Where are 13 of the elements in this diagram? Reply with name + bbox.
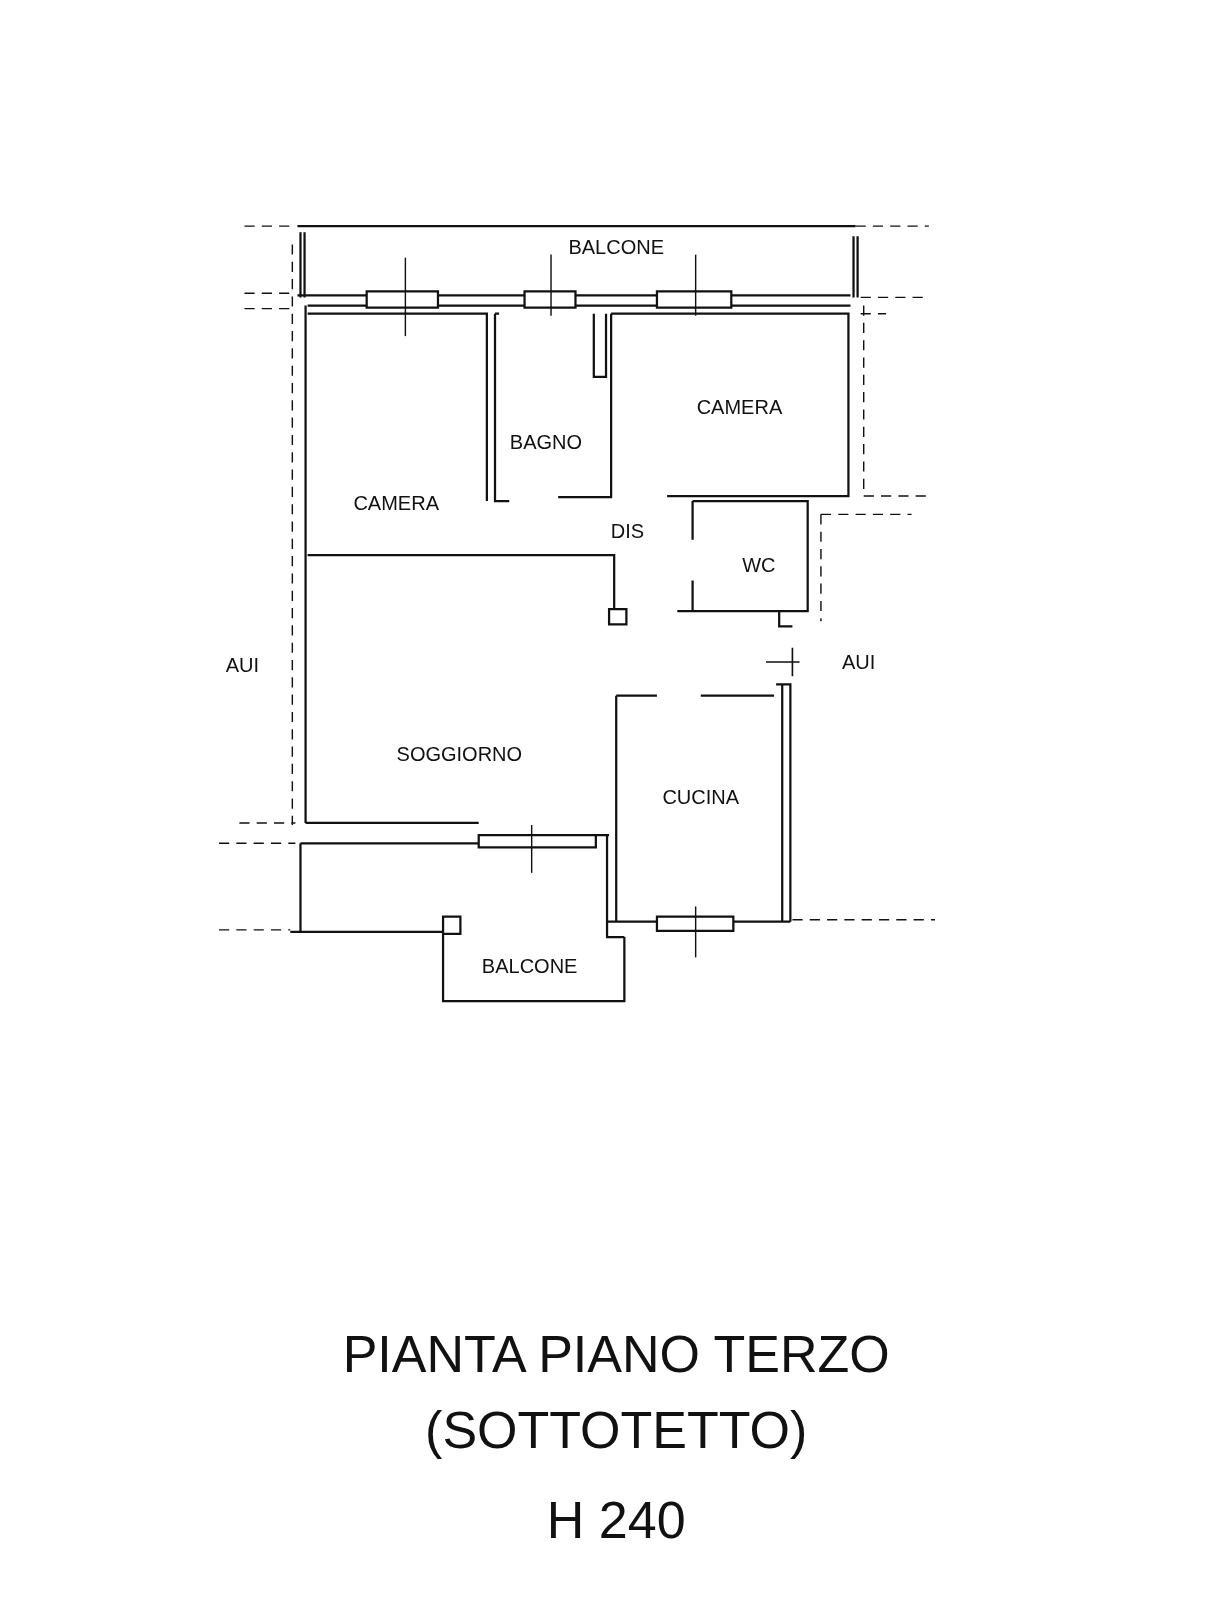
room-label: WC <box>742 555 776 576</box>
room-label: DIS <box>610 520 645 541</box>
area-label: AUI <box>225 655 260 676</box>
room-label: BALCONE <box>481 955 578 976</box>
plan-title: PIANTA PIANO TERZO (SOTTOTETTO) <box>341 1323 891 1461</box>
room-label: CAMERA <box>353 493 439 514</box>
room-label: BAGNO <box>509 432 583 452</box>
room-label: SOGGIORNO <box>396 743 523 764</box>
height-label: H 240 <box>546 1489 686 1551</box>
room-label: BALCONE <box>568 237 664 258</box>
area-label: AUI <box>841 652 876 672</box>
room-label: CAMERA <box>696 397 783 418</box>
room-label: CUCINA <box>662 787 740 808</box>
